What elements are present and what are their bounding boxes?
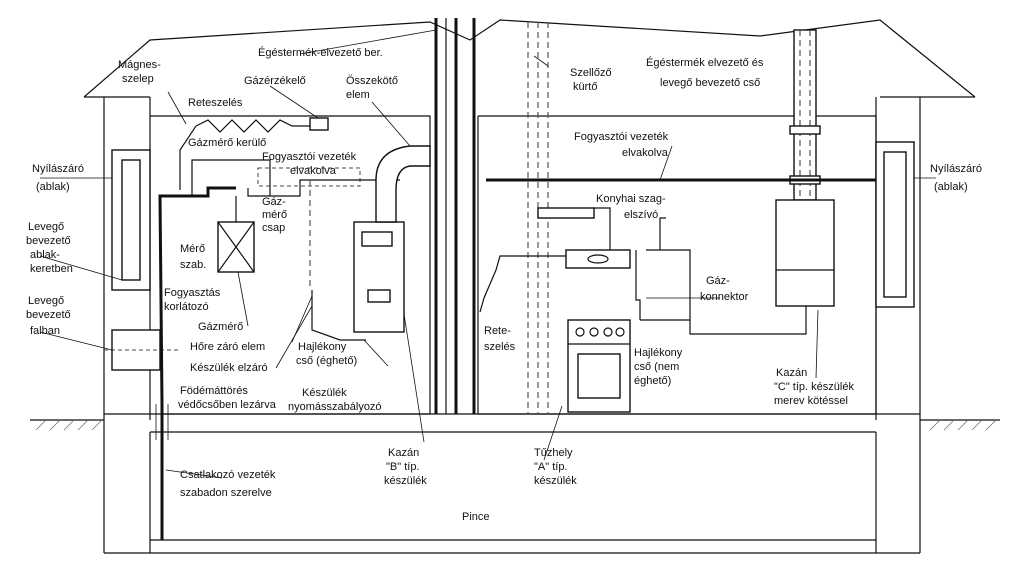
- label-device-regulator-1: Készülék: [302, 387, 347, 399]
- label-connector-2: elem: [346, 89, 370, 101]
- stove: [567, 319, 631, 413]
- window-left: [111, 149, 151, 291]
- boiler-b: [353, 145, 431, 333]
- label-magnet-valve-2: szelep: [122, 73, 154, 85]
- label-air-frame-3: ablak-: [30, 249, 60, 261]
- label-meter-valve-1: Gáz-: [262, 196, 286, 208]
- label-stove-2: "A" típ.: [534, 461, 568, 473]
- label-air-frame-2: bevezető: [26, 235, 71, 247]
- label-slab-1: Födémáttörés: [180, 385, 248, 397]
- label-latching-2-2: szelés: [484, 341, 516, 353]
- label-window-left-2: (ablak): [36, 181, 70, 193]
- label-slab-2: védőcsőben lezárva: [178, 399, 277, 411]
- label-consumer-pipe-left-2: elvakolva: [290, 165, 337, 177]
- label-window-right-1: Nyílászáró: [930, 163, 982, 175]
- label-air-wall-2: bevezető: [26, 309, 71, 321]
- roof: [83, 19, 976, 98]
- label-device-regulator-2: nyomásszabályozó: [288, 401, 382, 413]
- soil-hatching: [35, 419, 997, 431]
- label-window-left-1: Nyílászáró: [32, 163, 84, 175]
- label-air-wall-1: Levegő: [28, 295, 64, 307]
- meter-assembly: [170, 159, 400, 290]
- label-meter-reg-1: Mérő: [180, 243, 205, 255]
- outer-walls: [30, 97, 1000, 554]
- label-consumer-pipe-right-1: Fogyasztói vezeték: [574, 131, 669, 143]
- label-window-right-2: (ablak): [934, 181, 968, 193]
- supply-pipe: [155, 194, 170, 540]
- label-latching-1: Reteszelés: [188, 97, 243, 109]
- label-hood-1: Konyhai szag-: [596, 193, 666, 205]
- wall-air-inlet: [104, 329, 180, 371]
- label-air-frame-4: keretben: [30, 263, 73, 275]
- label-boiler-b-2: "B" típ.: [386, 461, 420, 473]
- right-room-piping: [486, 178, 876, 335]
- label-consumer-pipe-left-1: Fogyasztói vezeték: [262, 151, 357, 163]
- label-boiler-b-1: Kazán: [388, 447, 419, 459]
- label-gas-connector-1: Gáz-: [706, 275, 730, 287]
- label-basement: Pince: [462, 511, 490, 523]
- boiler-c: [775, 199, 835, 307]
- label-exhaust-duct: Égéstermék-elvezető ber.: [258, 46, 383, 59]
- label-meter-reg-2: szab.: [180, 259, 206, 271]
- label-boiler-c-1: Kazán: [776, 367, 807, 379]
- leader-lines: [39, 29, 936, 479]
- boiler-b-line: [311, 290, 366, 341]
- label-supply-pipe-2: szabadon szerelve: [180, 487, 272, 499]
- label-heat-closing: Hőre záró elem: [190, 341, 265, 353]
- label-consumer-pipe-right-2: elvakolva: [622, 147, 669, 159]
- label-flex-hose-left-2: cső (éghető): [296, 355, 357, 367]
- label-combo-duct-2: levegő bevezető cső: [660, 77, 760, 89]
- label-vent-flue-1: Szellőző: [570, 67, 612, 79]
- latching-left: [179, 117, 329, 190]
- label-air-frame-1: Levegő: [28, 221, 64, 233]
- range-hood: [537, 207, 631, 269]
- label-consumption-limiter-1: Fogyasztás: [164, 287, 221, 299]
- diagram-labels: Égéstermék-elvezető ber. Szellőző kürtő …: [26, 46, 982, 523]
- window-right: [875, 141, 915, 308]
- label-gas-meter: Gázmérő: [198, 321, 243, 333]
- label-stove-3: készülék: [534, 475, 577, 487]
- latching-right: [479, 255, 566, 313]
- label-boiler-b-3: készülék: [384, 475, 427, 487]
- label-flex-hose-right-3: éghető): [634, 375, 671, 387]
- label-meter-valve-3: csap: [262, 222, 285, 234]
- label-connector-1: Összekötő: [346, 75, 398, 87]
- label-meter-valve-2: mérő: [262, 209, 287, 221]
- label-gas-detector: Gázérzékelő: [244, 75, 306, 87]
- label-stove-1: Tűzhely: [534, 447, 573, 459]
- label-flex-hose-left-1: Hajlékony: [298, 341, 347, 353]
- label-hood-2: elszívó: [624, 209, 658, 221]
- label-latching-2-1: Rete-: [484, 325, 511, 337]
- central-chimney: [434, 18, 476, 414]
- label-combo-duct-1: Égéstermék elvezető és: [646, 56, 764, 69]
- label-vent-flue-2: kürtő: [573, 81, 597, 93]
- label-supply-pipe-1: Csatlakozó vezeték: [180, 469, 276, 481]
- combined-duct: [789, 29, 821, 201]
- label-flex-hose-right-1: Hajlékony: [634, 347, 683, 359]
- label-air-wall-3: falban: [30, 325, 60, 337]
- label-boiler-c-3: merev kötéssel: [774, 395, 848, 407]
- label-meter-bypass: Gázmérő kerülő: [188, 137, 266, 149]
- label-consumption-limiter-2: korlátozó: [164, 301, 209, 313]
- label-magnet-valve-1: Mágnes-: [118, 59, 161, 71]
- label-gas-connector-2: konnektor: [700, 291, 749, 303]
- label-flex-hose-right-2: cső (nem: [634, 361, 679, 373]
- label-device-shutoff: Készülék elzáró: [190, 362, 268, 374]
- label-boiler-c-2: "C" típ. készülék: [774, 381, 854, 393]
